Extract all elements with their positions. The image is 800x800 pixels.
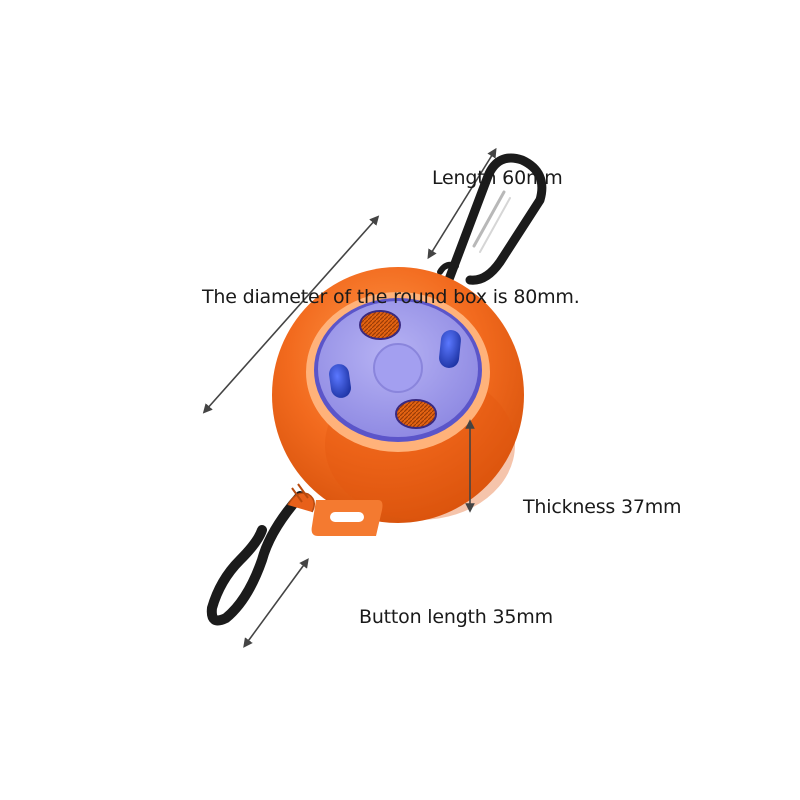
thickness-label: Thickness 37mm (523, 496, 682, 518)
bottom-hook (206, 483, 315, 626)
diameter-label: The diameter of the round box is 80mm. (202, 286, 580, 308)
diameter-arrow (202, 215, 380, 414)
button-length-arrow (243, 558, 309, 648)
button-length-label: Button length 35mm (359, 606, 553, 628)
length-arrow (427, 147, 497, 260)
dimension-arrows (202, 147, 497, 648)
length-label: Length 60mm (432, 167, 563, 189)
